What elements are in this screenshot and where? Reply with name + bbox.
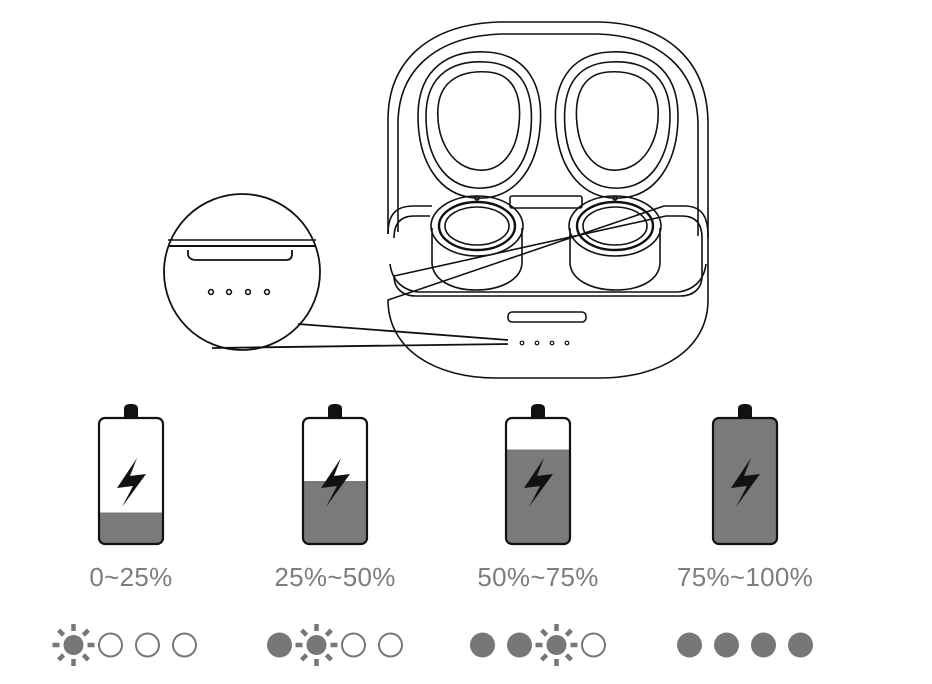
indicator-off bbox=[581, 632, 606, 658]
charging-case bbox=[387, 21, 709, 379]
case-lid-outer bbox=[387, 21, 709, 238]
case-base-rim bbox=[393, 215, 703, 297]
zoom-latch bbox=[187, 250, 293, 261]
indicator-off bbox=[172, 632, 197, 658]
zoom-leader-line bbox=[297, 323, 509, 341]
lightning-bolt-icon bbox=[117, 458, 146, 507]
case-base-outer bbox=[387, 205, 709, 379]
level-label: 0~25% bbox=[89, 562, 173, 592]
indicator-off bbox=[135, 632, 160, 658]
battery-terminal bbox=[531, 404, 545, 418]
zoom-indicator-dots bbox=[207, 288, 271, 296]
battery-outline bbox=[711, 416, 779, 546]
lid-cavity-right bbox=[554, 51, 679, 199]
level-label: 75%~100% bbox=[676, 562, 814, 592]
indicator-on bbox=[788, 632, 813, 658]
case-base-lip bbox=[389, 263, 707, 293]
battery-terminal bbox=[328, 404, 342, 418]
indicator-on bbox=[470, 632, 495, 658]
case-indicator-dots bbox=[519, 340, 570, 346]
battery-outline bbox=[301, 416, 369, 546]
battery-level-2 bbox=[267, 404, 403, 666]
lid-cavity-left bbox=[417, 51, 542, 199]
indicator-on bbox=[267, 632, 292, 658]
earbud-left bbox=[430, 195, 524, 291]
battery-levels bbox=[52, 404, 813, 666]
battery-outline bbox=[97, 416, 165, 546]
zoom-leader-line-lower bbox=[211, 343, 509, 349]
level-label: 50%~75% bbox=[477, 562, 599, 592]
indicator-on bbox=[751, 632, 776, 658]
battery-terminal bbox=[738, 404, 752, 418]
zoom-circle bbox=[163, 193, 321, 351]
indicator-off bbox=[341, 632, 366, 658]
indicator-blinking-icon bbox=[295, 624, 338, 666]
earbud-right bbox=[568, 195, 662, 291]
indicator-blinking-icon bbox=[52, 624, 95, 666]
case-latch bbox=[507, 311, 587, 323]
battery-level-4 bbox=[677, 404, 813, 658]
indicator-blinking-icon bbox=[535, 624, 578, 666]
indicator-off bbox=[378, 632, 403, 658]
case-hinge bbox=[509, 195, 583, 209]
lightning-bolt-icon bbox=[524, 458, 553, 507]
indicator-off bbox=[98, 632, 123, 658]
lightning-bolt-icon bbox=[731, 458, 760, 507]
battery-level-3 bbox=[470, 404, 606, 666]
battery-fill bbox=[506, 449, 570, 544]
case-lid-inner bbox=[397, 33, 699, 236]
indicator-on bbox=[507, 632, 532, 658]
indicator-on bbox=[714, 632, 739, 658]
indicator-on bbox=[677, 632, 702, 658]
battery-fill bbox=[99, 512, 163, 544]
battery-outline bbox=[504, 416, 572, 546]
zoom-callout bbox=[163, 193, 509, 351]
level-label: 25%~50% bbox=[274, 562, 396, 592]
battery-terminal bbox=[124, 404, 138, 418]
battery-level-1 bbox=[52, 404, 197, 666]
lightning-bolt-icon bbox=[321, 458, 350, 507]
